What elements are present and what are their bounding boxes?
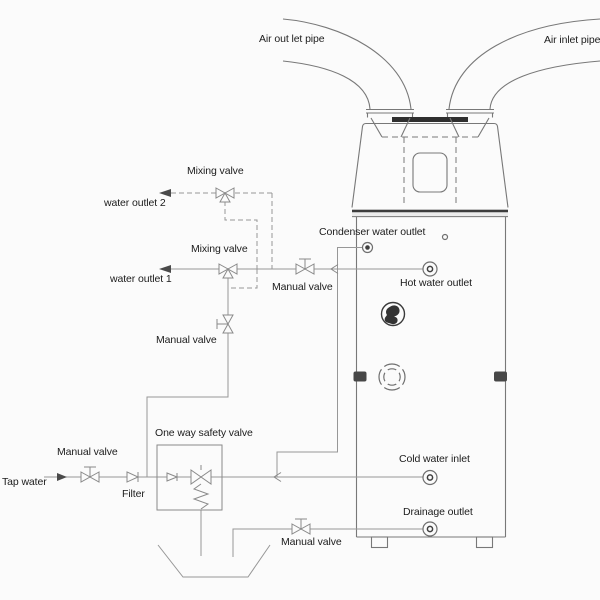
filter-fitting [126,471,140,483]
label-one-way-safety-valve: One way safety valve [155,427,253,439]
junction-mark-hot [330,264,339,274]
flange-fitting [378,363,406,391]
drainage-line [232,528,423,557]
label-water-outlet-1: water outlet 1 [110,273,172,285]
duct-collars [366,108,494,122]
inner-duct-funnels [370,117,490,138]
control-panel [412,152,448,193]
relief-spring [192,483,210,510]
label-cold-water-inlet: Cold water inlet [399,453,470,465]
tap-water-arrow [57,473,67,481]
tank-handle-right [494,371,507,382]
logo-glyph [384,305,400,325]
mixing-riser-mid [224,201,258,269]
housing-outline [351,122,509,208]
mixing-branch-line [146,278,229,477]
label-hot-water-outlet: Hot water outlet [400,277,472,289]
manual-valve-drain-line [291,518,311,535]
drainage-outlet-port [422,521,438,537]
mixing-valve-upper [215,187,235,203]
flow-arrows [57,189,339,482]
label-air-outlet-pipe: Air out let pipe [259,33,325,45]
label-manual-valve-tap: Manual valve [57,446,118,458]
right-collar-rim [446,108,494,114]
collar-mounting-plate [392,117,468,122]
label-mixing-valve-upper: Mixing valve [187,165,244,177]
label-drainage-outlet: Drainage outlet [403,506,473,518]
manual-valve-hot-line [295,258,315,275]
duct-outer-curve [282,18,412,110]
safety-valve-assembly [156,444,223,511]
duct-inner-curve [282,60,371,110]
tank-body [352,209,508,549]
assembly-box [156,444,223,511]
cold-water-inlet-port [422,469,438,486]
small-vent-hole [441,233,449,241]
label-manual-valve-mixing: Manual valve [156,334,217,346]
drain-funnel [157,544,271,578]
label-water-outlet-2: water outlet 2 [104,197,166,209]
water-outlet-2-arrow [159,189,171,197]
label-manual-valve-hot: Manual valve [272,281,333,293]
safety-relief-valve [190,465,212,510]
label-manual-valve-drain: Manual valve [281,536,342,548]
tank-handle-left [353,371,367,382]
check-valve [166,472,179,482]
tank-foot-right [475,536,494,549]
duct-inner-curve [489,60,600,110]
left-collar-walls [366,113,414,118]
mixing-valve-lower [218,263,238,279]
mixing-cold-feed [229,269,258,289]
tank-top-band-fill [352,209,508,217]
junction-mark-cold [273,472,282,482]
air-inlet-duct [448,18,600,110]
duct-outer-curve [448,18,600,110]
brand-logo [380,301,406,327]
solid-pipes [44,247,423,578]
manual-valve-tap-line [80,466,100,483]
tank-foot-left [370,536,389,549]
hot-water-outlet-port [422,261,438,277]
manual-valve-mixing-branch [216,314,234,334]
right-collar-walls [446,113,494,118]
label-mixing-valve-lower: Mixing valve [191,243,248,255]
label-air-inlet-pipe: Air inlet pipe [544,34,600,46]
condenser-water-outlet-port [361,241,374,254]
label-tap-water: Tap water [2,476,47,488]
dashed-pipes [163,192,273,289]
label-condenser-water-outlet: Condenser water outlet [319,226,426,238]
air-outlet-duct [282,18,412,110]
water-outlet-1-arrow [159,265,171,273]
fan-housing [351,117,509,208]
condenser-riser-line [276,247,363,477]
left-collar-rim [366,108,414,114]
label-filter: Filter [122,488,145,500]
